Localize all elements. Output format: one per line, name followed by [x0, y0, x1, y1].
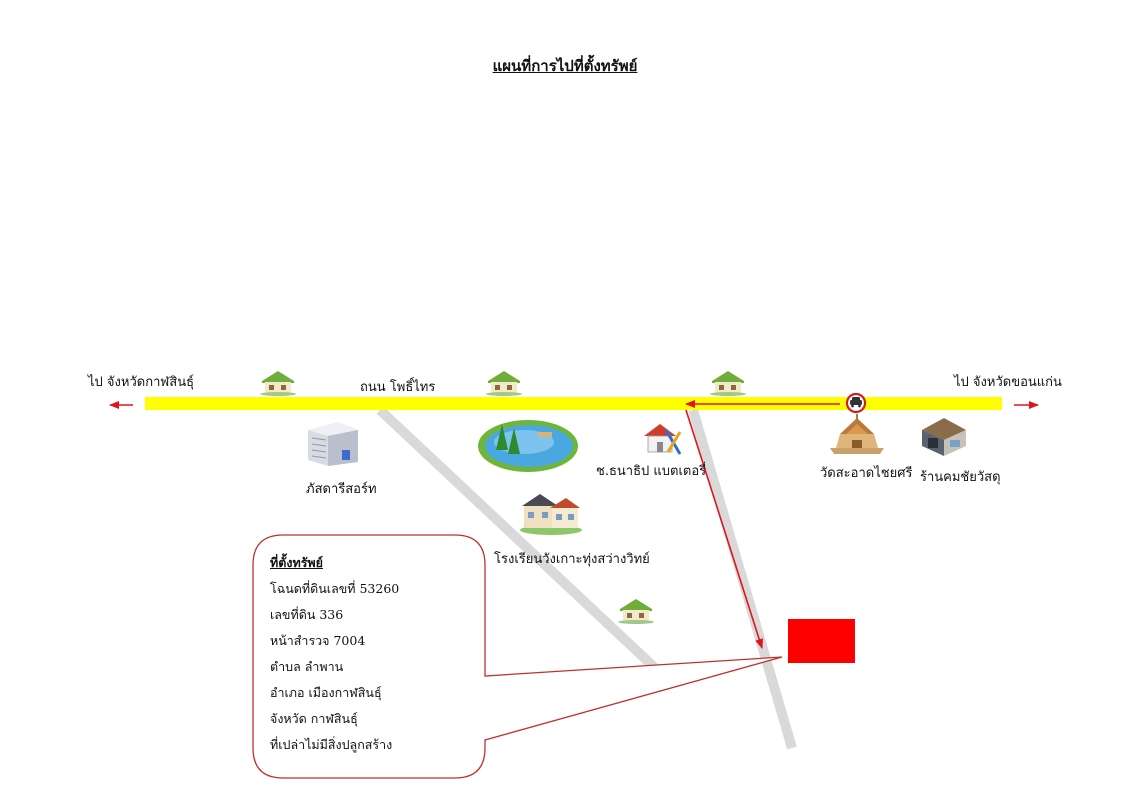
property-info-line: โฉนดที่ดินเลขที่ 53260	[270, 581, 400, 596]
house-icon	[710, 371, 746, 396]
school-icon	[520, 494, 582, 535]
side-road-left	[376, 406, 659, 672]
property-info-heading: ที่ตั้งทรัพย์	[270, 555, 323, 570]
label-temple: วัดสะอาดไชยศรี	[820, 466, 913, 481]
temple-icon	[830, 414, 884, 454]
battery-shop-icon	[644, 424, 682, 455]
label-road-name: ถนน โพธิ์ไทร	[360, 380, 436, 395]
page-title: แผนที่การไปที่ตั้งทรัพย์	[492, 57, 638, 75]
label-battery-shop: ช.ธนาธิป แบตเตอรี่	[596, 464, 707, 479]
property-info: ที่ตั้งทรัพย์ โฉนดที่ดินเลขที่ 53260 เลข…	[270, 550, 399, 758]
property-info-line: ตำบล ลำพาน	[270, 659, 344, 674]
property-callout	[252, 534, 783, 779]
side-road-right	[688, 408, 797, 750]
property-info-line: ที่เปล่าไม่มีสิ่งปลูกสร้าง	[270, 737, 393, 752]
label-hardware-store: ร้านคมชัยวัสดุ	[920, 470, 1001, 485]
label-school: โรงเรียนวังเกาะทุ่งสว่างวิทย์	[494, 552, 650, 567]
property-info-line: อำเภอ เมืองกาฬสินธุ์	[270, 685, 382, 700]
property-info-line: หน้าสำรวจ 7004	[270, 633, 366, 648]
label-to-khonkaen: ไป จังหวัดขอนแก่น	[954, 375, 1062, 390]
route-arrow-to-property	[685, 409, 764, 649]
resort-building-icon	[308, 422, 358, 466]
property-info-line: เลขที่ดิน 336	[270, 607, 344, 622]
main-road	[145, 397, 1002, 410]
hardware-store-icon	[922, 418, 966, 456]
label-to-kalasin: ไป จังหวัดกาฬสินธุ์	[88, 375, 195, 390]
property-info-line: จังหวัด กาฬสินธุ์	[270, 711, 358, 726]
house-icon	[486, 371, 522, 396]
label-resort: ภัสดารีสอร์ท	[306, 482, 377, 497]
property-marker	[788, 619, 855, 663]
house-icon	[260, 371, 296, 396]
house-icon	[618, 599, 654, 624]
car-icon	[845, 392, 867, 414]
pond-icon	[478, 420, 578, 472]
